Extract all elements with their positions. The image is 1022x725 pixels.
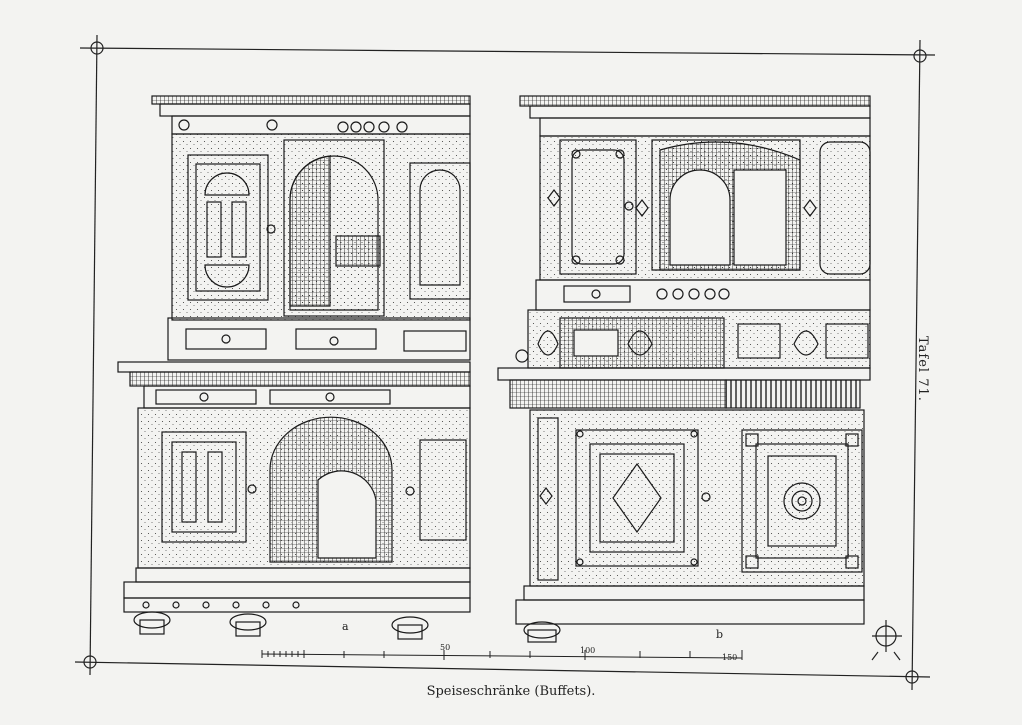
scale-bar <box>261 650 743 660</box>
figure-label-a: a <box>342 620 349 633</box>
buffet-b <box>497 95 871 643</box>
scale-tick-label: 100 <box>580 646 595 655</box>
figure-label-b: b <box>716 628 723 641</box>
corner-circle-icon <box>90 41 104 55</box>
buffet-a <box>117 95 471 640</box>
plate-title: Speiseschränke (Buffets). <box>426 684 596 699</box>
corner-circle-icon <box>913 49 927 63</box>
plate-number-label: Tafel 71. <box>915 336 930 402</box>
corner-circle-icon <box>905 670 919 684</box>
monogram-seal-icon <box>871 620 902 661</box>
plate-border <box>74 34 936 691</box>
corner-circle-icon <box>83 655 97 669</box>
scale-tick-label: 50 <box>440 643 450 652</box>
scale-tick-label: 150 <box>722 653 737 662</box>
